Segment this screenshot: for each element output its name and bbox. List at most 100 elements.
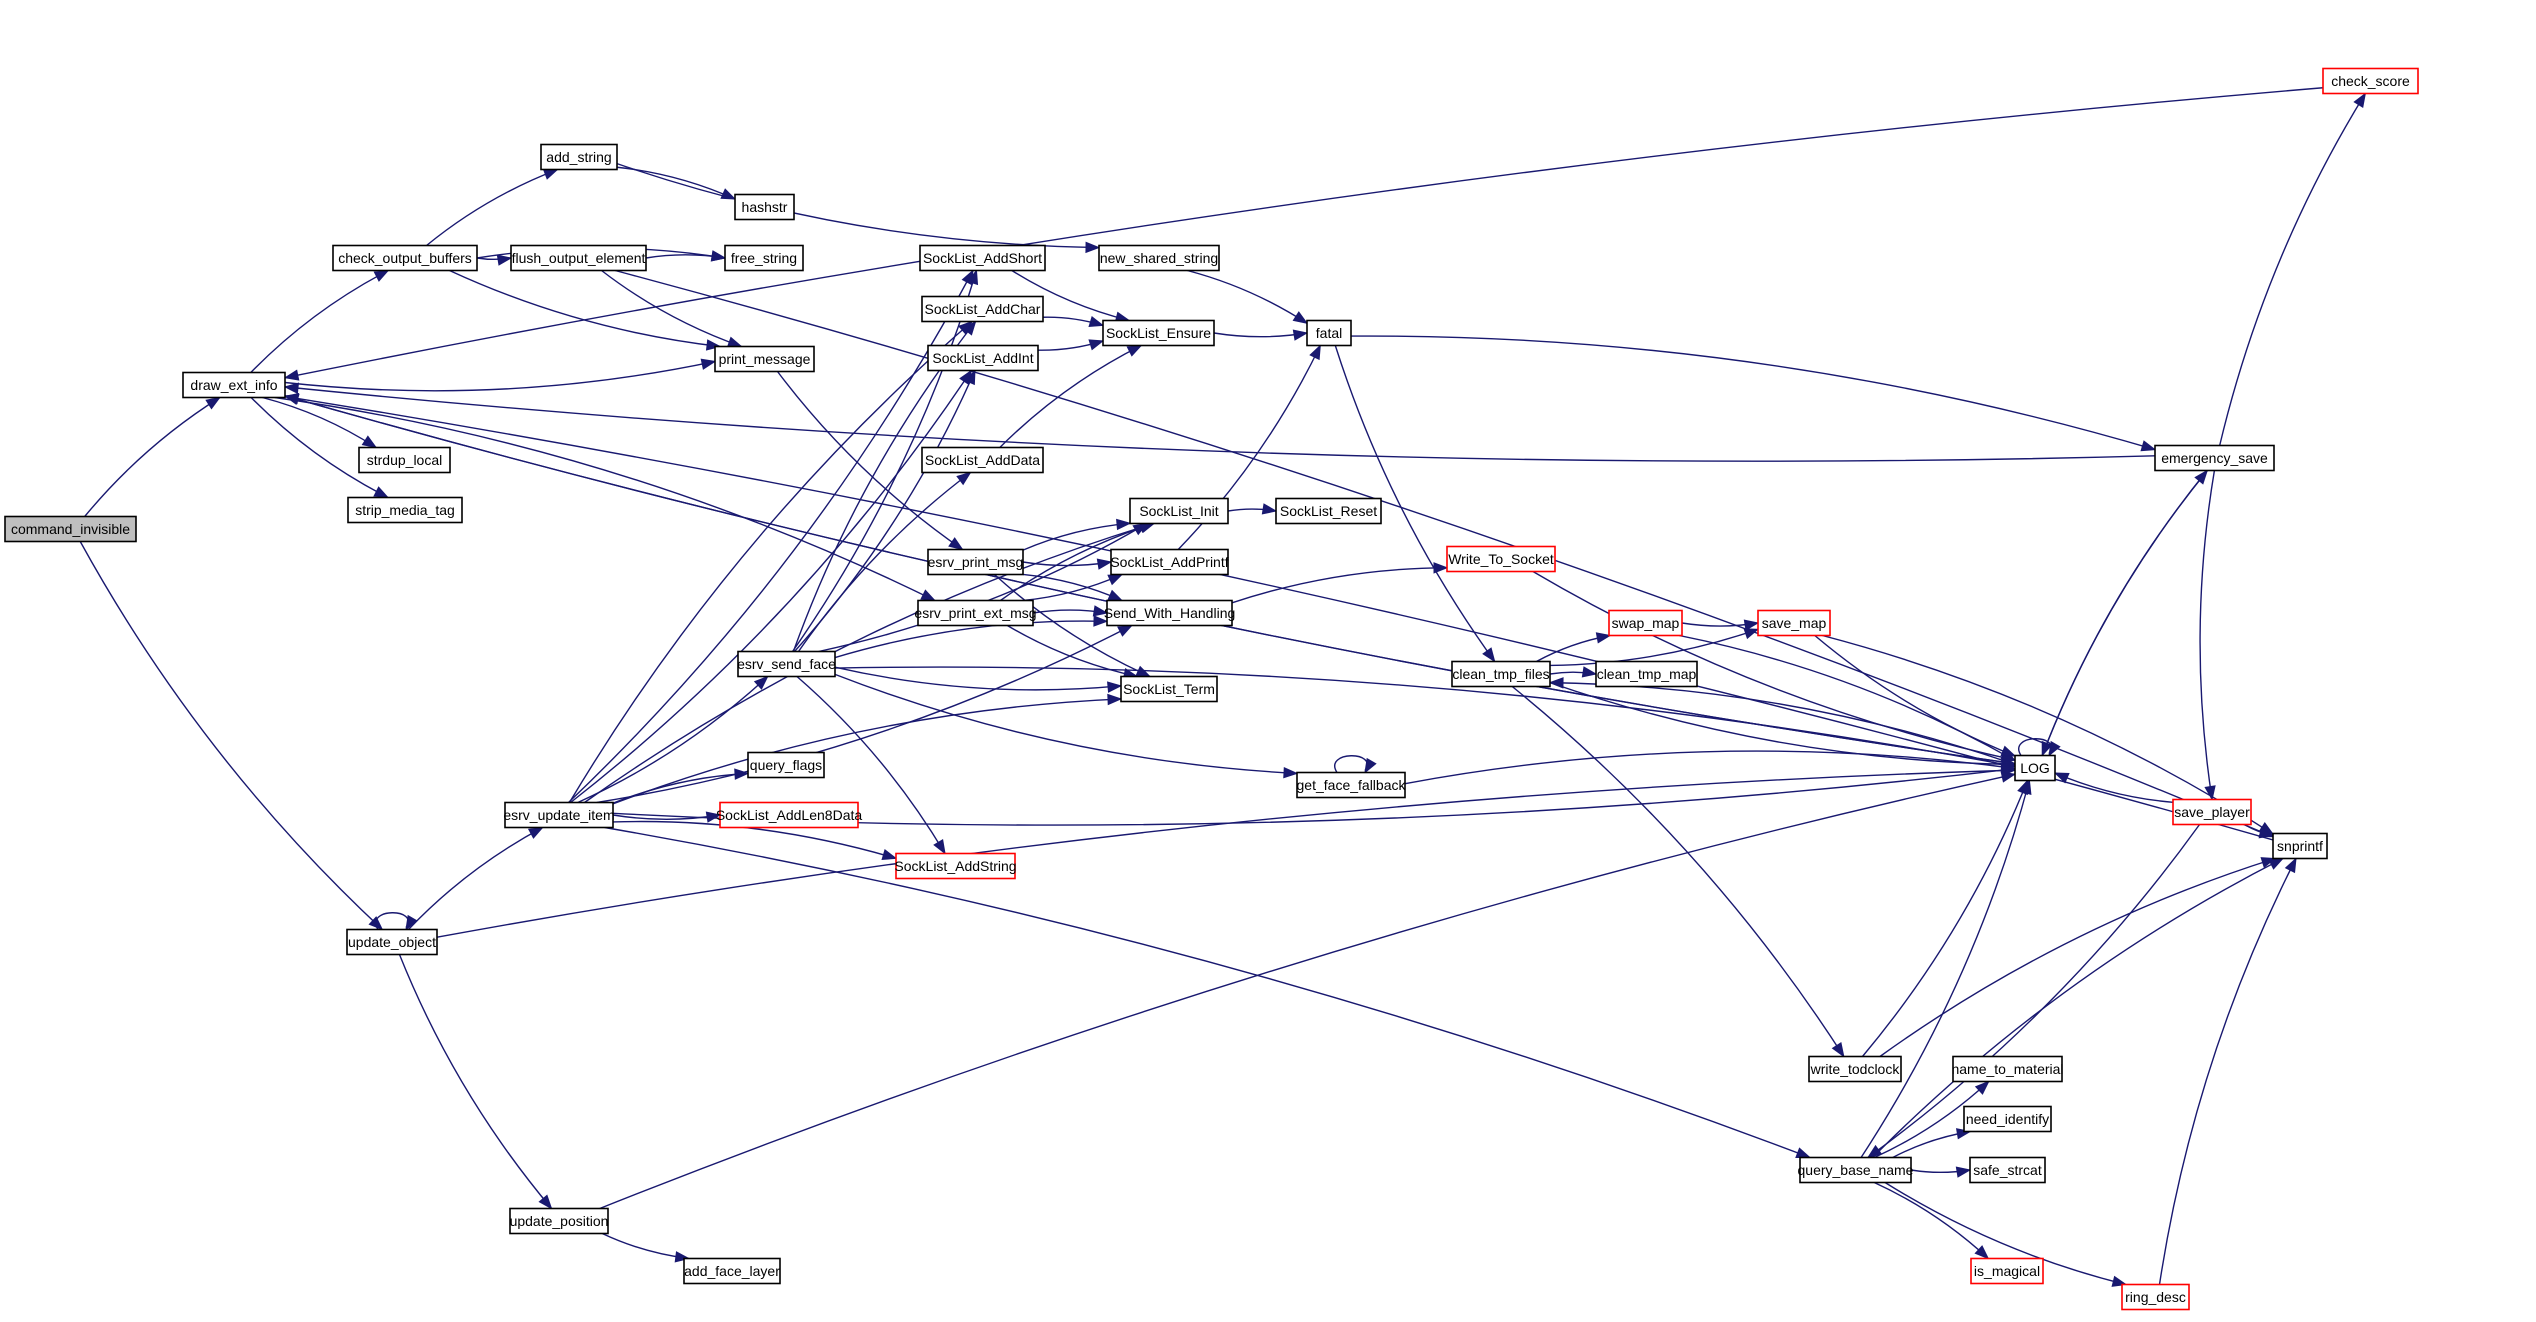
- node-box[interactable]: [1102, 319, 1215, 347]
- node-box[interactable]: [919, 244, 1046, 272]
- node-box[interactable]: [1757, 609, 1831, 637]
- node-box[interactable]: [1595, 660, 1698, 688]
- node-box[interactable]: [927, 548, 1024, 576]
- node-box[interactable]: [1296, 771, 1406, 799]
- node-flush_output_element[interactable]: flush_output_element: [510, 244, 647, 272]
- node-box[interactable]: [509, 1207, 609, 1235]
- node-SockList_AddString[interactable]: SockList_AddString: [894, 852, 1017, 880]
- node-new_shared_string[interactable]: new_shared_string: [1098, 244, 1220, 272]
- node-query_flags[interactable]: query_flags: [747, 751, 825, 779]
- node-box[interactable]: [1799, 1156, 1912, 1184]
- node-clean_tmp_files[interactable]: clean_tmp_files: [1451, 660, 1551, 688]
- node-box[interactable]: [1446, 545, 1556, 573]
- node-strdup_local[interactable]: strdup_local: [358, 446, 451, 474]
- node-emergency_save[interactable]: emergency_save: [2154, 444, 2275, 472]
- node-box[interactable]: [683, 1257, 781, 1285]
- node-strip_media_tag[interactable]: strip_media_tag: [347, 496, 463, 524]
- node-box[interactable]: [346, 928, 438, 956]
- node-box[interactable]: [1106, 599, 1233, 627]
- node-box[interactable]: [2172, 798, 2252, 826]
- node-esrv_update_item[interactable]: esrv_update_item: [503, 801, 615, 829]
- node-box[interactable]: [358, 446, 451, 474]
- node-SockList_Ensure[interactable]: SockList_Ensure: [1102, 319, 1215, 347]
- node-clean_tmp_map[interactable]: clean_tmp_map: [1595, 660, 1698, 688]
- node-check_output_buffers[interactable]: check_output_buffers: [332, 244, 478, 272]
- node-is_magical[interactable]: is_magical: [1970, 1257, 2044, 1285]
- node-update_object[interactable]: update_object: [346, 928, 438, 956]
- node-add_face_layer[interactable]: add_face_layer: [683, 1257, 781, 1285]
- node-box[interactable]: [1952, 1055, 2063, 1083]
- node-box[interactable]: [1275, 497, 1382, 525]
- node-box[interactable]: [1120, 675, 1218, 703]
- node-SockList_AddShort[interactable]: SockList_AddShort: [919, 244, 1046, 272]
- node-safe_strcat[interactable]: safe_strcat: [1969, 1156, 2046, 1184]
- node-box[interactable]: [2121, 1283, 2190, 1311]
- node-add_string[interactable]: add_string: [540, 143, 618, 171]
- node-fatal[interactable]: fatal: [1306, 319, 1352, 347]
- node-box[interactable]: [714, 345, 815, 373]
- node-Send_With_Handling[interactable]: Send_With_Handling: [1104, 599, 1236, 627]
- node-box[interactable]: [510, 244, 647, 272]
- node-LOG[interactable]: LOG: [2014, 754, 2056, 782]
- node-get_face_fallback[interactable]: get_face_fallback: [1296, 771, 1407, 799]
- node-box[interactable]: [895, 852, 1016, 880]
- node-box[interactable]: [737, 650, 836, 678]
- node-free_string[interactable]: free_string: [724, 244, 804, 272]
- node-box[interactable]: [1129, 497, 1229, 525]
- node-SockList_AddChar[interactable]: SockList_AddChar: [921, 295, 1044, 323]
- node-box[interactable]: [1098, 244, 1220, 272]
- node-save_map[interactable]: save_map: [1757, 609, 1831, 637]
- node-SockList_AddData[interactable]: SockList_AddData: [921, 446, 1044, 474]
- node-box[interactable]: [504, 801, 614, 829]
- node-command_invisible[interactable]: command_invisible: [4, 515, 137, 543]
- node-box[interactable]: [921, 446, 1044, 474]
- node-box[interactable]: [182, 371, 286, 399]
- node-box[interactable]: [1451, 660, 1551, 688]
- node-Write_To_Socket[interactable]: Write_To_Socket: [1446, 545, 1556, 573]
- node-swap_map[interactable]: swap_map: [1608, 609, 1683, 637]
- node-SockList_AddPrintf[interactable]: SockList_AddPrintf: [1110, 548, 1229, 576]
- node-box[interactable]: [719, 801, 859, 829]
- node-update_position[interactable]: update_position: [509, 1207, 609, 1235]
- node-write_todclock[interactable]: write_todclock: [1808, 1055, 1902, 1083]
- node-name_to_material[interactable]: name_to_material: [1951, 1055, 2064, 1083]
- node-box[interactable]: [1110, 548, 1229, 576]
- node-box[interactable]: [1306, 319, 1352, 347]
- node-SockList_AddInt[interactable]: SockList_AddInt: [927, 344, 1039, 372]
- node-box[interactable]: [1608, 609, 1683, 637]
- node-SockList_Reset[interactable]: SockList_Reset: [1275, 497, 1382, 525]
- node-esrv_print_ext_msg[interactable]: esrv_print_ext_msg: [914, 599, 1037, 627]
- node-box[interactable]: [2014, 754, 2056, 782]
- node-box[interactable]: [1969, 1156, 2046, 1184]
- node-box[interactable]: [747, 751, 825, 779]
- node-snprintf[interactable]: snprintf: [2272, 832, 2328, 860]
- node-box[interactable]: [1970, 1257, 2044, 1285]
- node-box[interactable]: [2154, 444, 2275, 472]
- node-query_base_name[interactable]: query_base_name: [1798, 1156, 1914, 1184]
- node-check_score[interactable]: check_score: [2322, 67, 2419, 95]
- node-box[interactable]: [347, 496, 463, 524]
- node-box[interactable]: [2322, 67, 2419, 95]
- node-box[interactable]: [4, 515, 137, 543]
- node-SockList_Init[interactable]: SockList_Init: [1129, 497, 1229, 525]
- node-box[interactable]: [917, 599, 1034, 627]
- node-save_player[interactable]: save_player: [2172, 798, 2252, 826]
- node-box[interactable]: [332, 244, 478, 272]
- node-box[interactable]: [724, 244, 804, 272]
- node-esrv_print_msg[interactable]: esrv_print_msg: [927, 548, 1024, 576]
- node-box[interactable]: [921, 295, 1044, 323]
- node-esrv_send_face[interactable]: esrv_send_face: [737, 650, 836, 678]
- node-box[interactable]: [540, 143, 618, 171]
- node-box[interactable]: [927, 344, 1039, 372]
- node-box[interactable]: [1808, 1055, 1902, 1083]
- node-box[interactable]: [734, 193, 795, 221]
- node-draw_ext_info[interactable]: draw_ext_info: [182, 371, 286, 399]
- node-print_message[interactable]: print_message: [714, 345, 815, 373]
- node-need_identify[interactable]: need_identify: [1963, 1105, 2052, 1133]
- node-SockList_AddLen8Data[interactable]: SockList_AddLen8Data: [716, 801, 863, 829]
- node-SockList_Term[interactable]: SockList_Term: [1120, 675, 1218, 703]
- node-hashstr[interactable]: hashstr: [734, 193, 795, 221]
- node-box[interactable]: [1963, 1105, 2052, 1133]
- node-ring_desc[interactable]: ring_desc: [2121, 1283, 2190, 1311]
- node-box[interactable]: [2272, 832, 2328, 860]
